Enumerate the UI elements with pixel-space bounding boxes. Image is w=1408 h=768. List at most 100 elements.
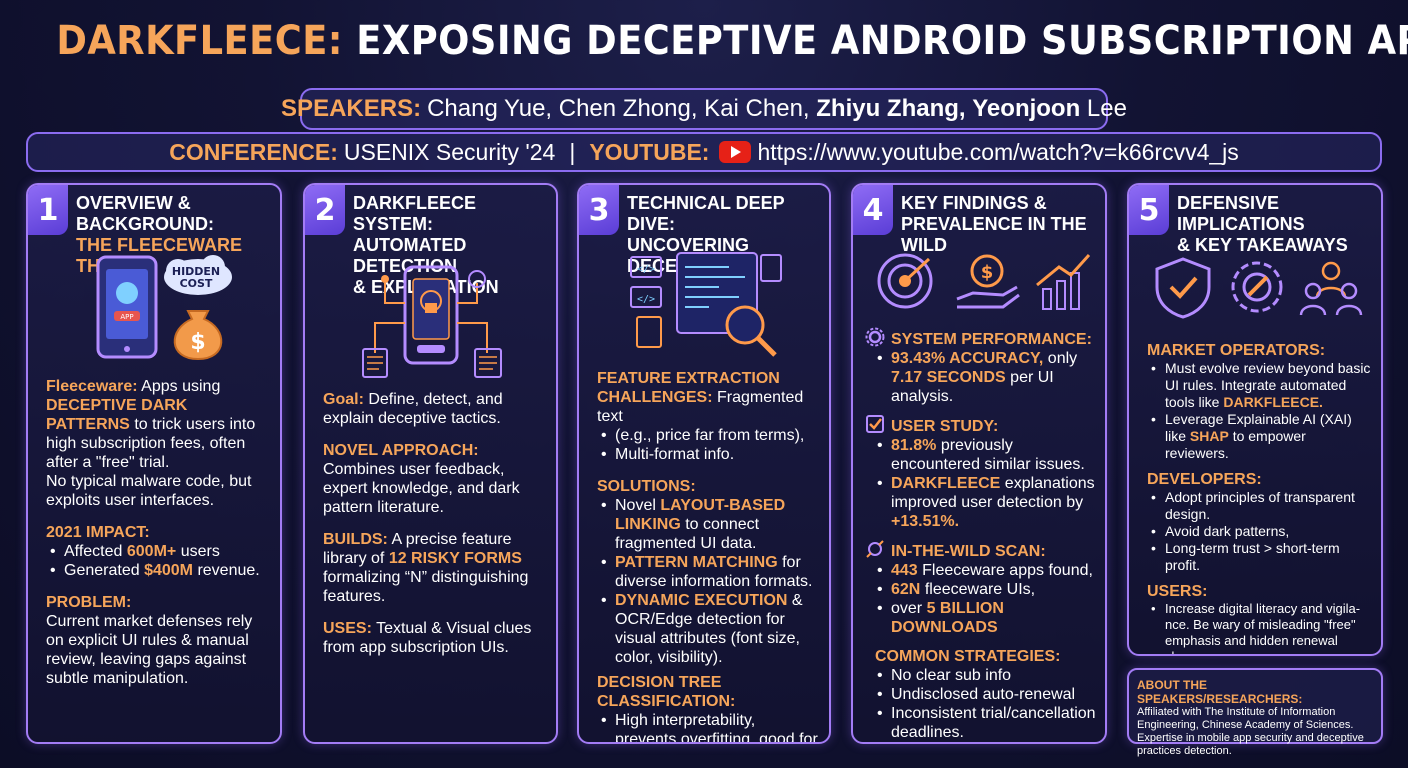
goal-paragraph: Goal: Define, detect, and explain decept…	[323, 391, 503, 427]
uses-paragraph: USES: Textual & Visual clues from app su…	[323, 620, 532, 656]
phone-moneybag-icon: APP HIDDEN COST $	[96, 255, 232, 361]
title-accent: DARKFLEECE:	[56, 18, 343, 64]
code-illustration: </> </>	[579, 245, 829, 357]
about-box: ABOUT THE SPEAKERS/RESEARCHERS: Affiliat…	[1127, 668, 1383, 757]
conference-label: CONFERENCE:	[169, 138, 338, 165]
strategies-list: No clear sub info Undisclosed auto-renew…	[873, 666, 1097, 742]
solutions-list: Novel LAYOUT-BASED LINKING to connect fr…	[597, 496, 821, 667]
svg-text:</>: </>	[637, 264, 655, 275]
overview-text: Fleeceware: Apps using DECEPTIVE DARK PA…	[46, 377, 272, 688]
defensive-text: MARKET OPERATORS: Must evolve review bey…	[1147, 341, 1373, 654]
card-title-line-1: KEY FINDINGS &	[901, 193, 1047, 213]
card-title-line-2: AUTOMATED DETECTION	[353, 235, 467, 276]
impact-list: Affected 600M+ users Generated $400M rev…	[46, 542, 272, 580]
speakers-bar: SPEAKERS: Chang Yue, Chen Zhong, Kai Che…	[281, 88, 1127, 130]
list-item: 443 Fleeceware apps found,	[873, 561, 1097, 580]
card-overview: 1 OVERVIEW & BACKGROUND: THE FLEECEWARE …	[26, 183, 282, 744]
feature-extraction: FEATURE EXTRACTION CHALLENGES: Fragmente…	[597, 370, 804, 425]
list-item: Avoid dark patterns,	[1147, 523, 1373, 540]
market-operators-heading: MARKET OPERATORS:	[1147, 342, 1326, 359]
card-title-line-1: DEFENSIVE IMPLICATIONS	[1177, 193, 1305, 234]
svg-text:HIDDEN: HIDDEN	[172, 265, 220, 278]
youtube-link[interactable]: https://www.youtube.com/watch?v=k66rcvv4…	[757, 138, 1239, 165]
builds-paragraph: BUILDS: A precise feature library of 12 …	[323, 531, 529, 605]
list-item: (e.g., price far from terms),	[597, 426, 821, 445]
card-number: 3	[579, 185, 619, 235]
list-item: Multi-format info.	[597, 445, 821, 464]
card-title-line-2: PREVALENCE IN THE WILD	[901, 214, 1087, 255]
youtube-label: YOUTUBE:	[589, 138, 710, 165]
performance-heading: SYSTEM PERFORMANCE:	[865, 327, 1097, 349]
decision-tree-heading: DECISION TREE CLASSIFICATION:	[597, 674, 736, 710]
card-title: DEFENSIVE IMPLICATIONS & KEY TAKEAWAYS	[1177, 193, 1377, 256]
speakers-last: Lee	[1086, 95, 1127, 122]
conference-bar: CONFERENCE: USENIX Security '24 | YOUTUB…	[26, 132, 1382, 172]
card-defensive: 5 DEFENSIVE IMPLICATIONS & KEY TAKEAWAYS	[1127, 183, 1383, 656]
fleeceware-illustration: APP HIDDEN COST $	[28, 249, 280, 369]
card-title-line-1: DARKFLEECE SYSTEM:	[353, 193, 477, 234]
scan-list: 443 Fleeceware apps found, 62N fleecewar…	[873, 561, 1097, 637]
gear-icon	[865, 327, 885, 347]
speakers-label: SPEAKERS:	[281, 95, 422, 122]
page-title: DARKFLEECE: EXPOSING DECEPTIVE ANDROID S…	[56, 18, 1408, 64]
card-title-line-1: OVERVIEW & BACKGROUND:	[76, 193, 214, 234]
phone-circuit-icon	[362, 265, 502, 378]
list-item: PATTERN MATCHING for diverse information…	[597, 553, 821, 591]
money-hand-icon: $	[956, 254, 1020, 309]
card-system: 2 DARKFLEECE SYSTEM: AUTOMATED DETECTION…	[303, 183, 558, 744]
technical-text: FEATURE EXTRACTION CHALLENGES: Fragmente…	[597, 369, 821, 742]
list-item: Increase digital literacy and vigila-nce…	[1147, 601, 1373, 654]
list-item: Leverage Explainable AI (XAI) like SHAP …	[1147, 411, 1373, 462]
fleeceware-paragraph: Fleeceware: Apps using DECEPTIVE DARK PA…	[46, 378, 256, 471]
code-magnifier-icon: </> </>	[630, 252, 782, 357]
malware-note: No typical malware code, but exploits us…	[46, 473, 252, 509]
list-item: 62N fleeceware UIs,	[873, 580, 1097, 599]
list-item: DARKFLEECE explanations improved user de…	[873, 474, 1097, 531]
list-item: Novel LAYOUT-BASED LINKING to connect fr…	[597, 496, 821, 553]
card-number: 1	[28, 185, 68, 235]
shield-check-icon	[1155, 257, 1211, 319]
problem-text: Current market defenses rely on explicit…	[46, 613, 253, 687]
youtube-icon	[719, 141, 752, 163]
study-list: 81.8% previously encountered similar iss…	[873, 436, 1097, 531]
target-icon	[877, 253, 933, 309]
list-item: Generated $400M revenue.	[46, 561, 272, 580]
speakers-plain: Chang Yue, Chen Zhong, Kai Chen,	[427, 95, 810, 122]
scan-heading: IN-THE-WILD SCAN:	[865, 539, 1097, 561]
card-title-line-1: TECHNICAL DEEP DIVE:	[627, 193, 785, 234]
card-title-line-2: & KEY TAKEAWAYS	[1177, 235, 1348, 255]
impact-heading: 2021 IMPACT:	[46, 524, 150, 541]
list-item: over 5 BILLION DOWNLOADS	[873, 599, 1097, 637]
list-item: Undisclosed auto-renewal	[873, 685, 1097, 704]
list-item: DYNAMIC EXECUTION & OCR/Edge detection f…	[597, 591, 821, 667]
svg-text:COST: COST	[180, 277, 213, 290]
speakers-bold-1: Zhiyu Zhang,	[816, 95, 966, 122]
novel-heading: NOVEL APPROACH:	[323, 442, 479, 459]
card-findings: 4 KEY FINDINGS & PREVALENCE IN THE WILD …	[851, 183, 1107, 744]
card-technical: 3 TECHNICAL DEEP DIVE: UNCOVERING DECEPT…	[577, 183, 831, 744]
list-item: Must evolve review beyond basic UI rules…	[1147, 360, 1373, 411]
list-item: 81.8% previously encountered similar iss…	[873, 436, 1097, 474]
strategies-heading: COMMON STRATEGIES:	[875, 648, 1061, 665]
speakers-bold-2: Yeonjoon	[972, 95, 1081, 122]
about-text: Affiliated with The Institute of Informa…	[1137, 706, 1364, 757]
fe-list: (e.g., price far from terms), Multi-form…	[597, 426, 821, 464]
list-item: Adopt principles of transparent design.	[1147, 489, 1373, 523]
card-title: KEY FINDINGS & PREVALENCE IN THE WILD	[901, 193, 1101, 256]
checkbox-icon	[866, 415, 884, 433]
svg-text:$: $	[981, 262, 994, 283]
dt-list: High interpretability, prevents overfitt…	[597, 711, 821, 742]
gear-wrench-icon	[1231, 261, 1283, 313]
users-group-icon	[1299, 261, 1363, 316]
findings-text: SYSTEM PERFORMANCE: 93.43% ACCURACY, onl…	[865, 327, 1097, 742]
separator: |	[569, 138, 576, 165]
svg-text:APP: APP	[120, 313, 133, 321]
developers-heading: DEVELOPERS:	[1147, 471, 1262, 488]
card-number: 5	[1129, 185, 1169, 235]
study-heading: USER STUDY:	[865, 414, 1097, 436]
defensive-icons	[1129, 255, 1381, 319]
title-rest: EXPOSING DECEPTIVE ANDROID SUBSCRIPTION …	[356, 18, 1408, 64]
findings-icons: $	[853, 249, 1105, 315]
